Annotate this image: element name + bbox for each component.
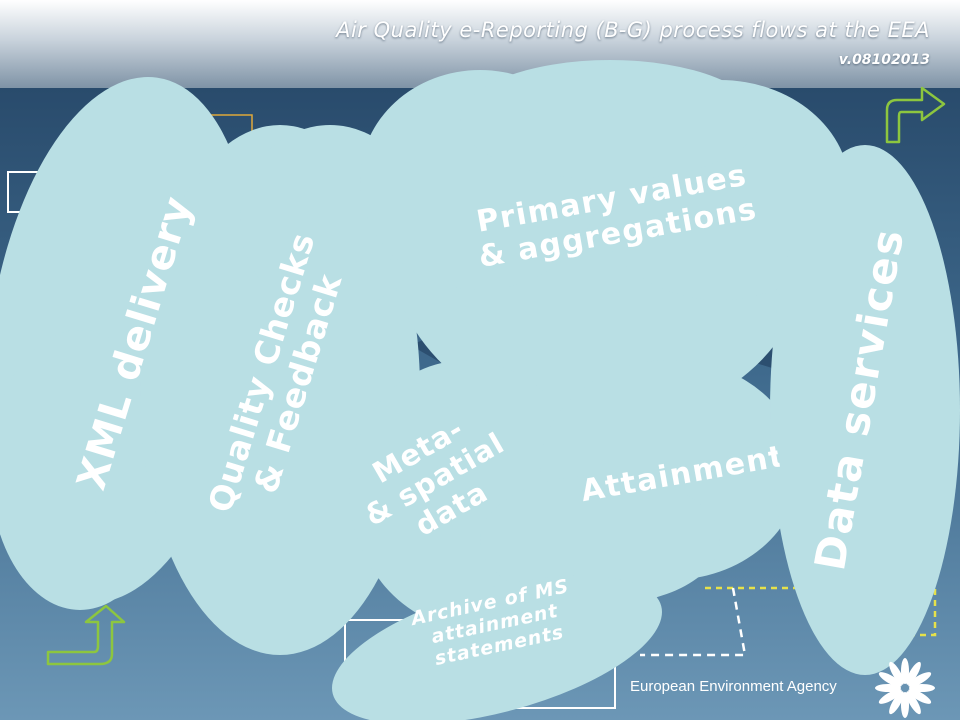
arrow-icon-top-right <box>885 86 946 144</box>
version-label: v.08102013 <box>838 52 930 68</box>
cloud-data-services <box>770 145 960 675</box>
cloud-shapes <box>0 60 960 720</box>
eea-logo-icon <box>875 658 935 718</box>
cloud-archive <box>332 575 662 720</box>
arrow-icon-bottom-left <box>46 604 126 666</box>
page-title: Air Quality e-Reporting (B-G) process fl… <box>336 18 930 42</box>
agency-name: European Environment Agency <box>630 678 837 695</box>
